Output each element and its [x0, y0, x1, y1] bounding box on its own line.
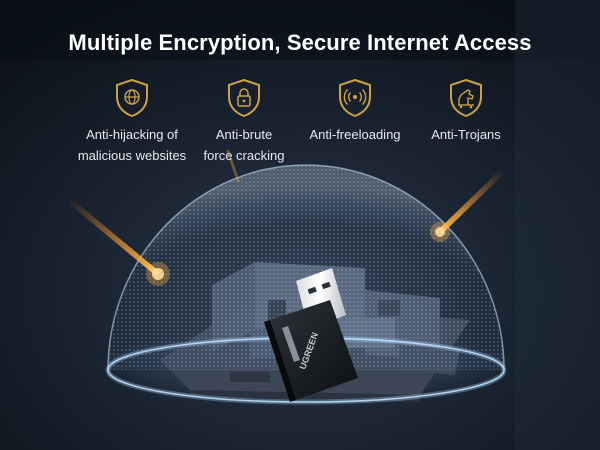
feature-anti-trojans: Anti-Trojans: [401, 78, 531, 145]
usb-wifi-adapter: UGREEN: [264, 268, 358, 402]
feature-list: Anti-hijacking of malicious websites Ant…: [0, 78, 600, 168]
feature-label-line1: Anti-brute: [215, 127, 273, 142]
lock-shield-icon: [228, 78, 260, 118]
meteor-left: [68, 199, 170, 286]
meteor-right: [430, 170, 504, 242]
globe-shield-icon: [116, 78, 148, 118]
feature-label-line1: Anti-hijacking of: [86, 127, 178, 142]
signal-shield-icon: [339, 78, 371, 118]
feature-label-line1: Anti-freeloading: [309, 127, 401, 142]
feature-label-line1: Anti-Trojans: [431, 127, 501, 142]
feature-anti-brute-force: Anti-brute force cracking: [179, 78, 309, 166]
feature-label-line2: malicious websites: [77, 148, 187, 163]
feature-label-line2: force cracking: [203, 148, 285, 163]
feature-anti-hijacking: Anti-hijacking of malicious websites: [67, 78, 197, 166]
trojan-horse-shield-icon: [450, 78, 482, 118]
security-dome: [105, 164, 507, 405]
meteor-small: [226, 150, 240, 182]
feature-anti-freeloading: Anti-freeloading: [290, 78, 420, 145]
headline: Multiple Encryption, Secure Internet Acc…: [68, 30, 532, 55]
